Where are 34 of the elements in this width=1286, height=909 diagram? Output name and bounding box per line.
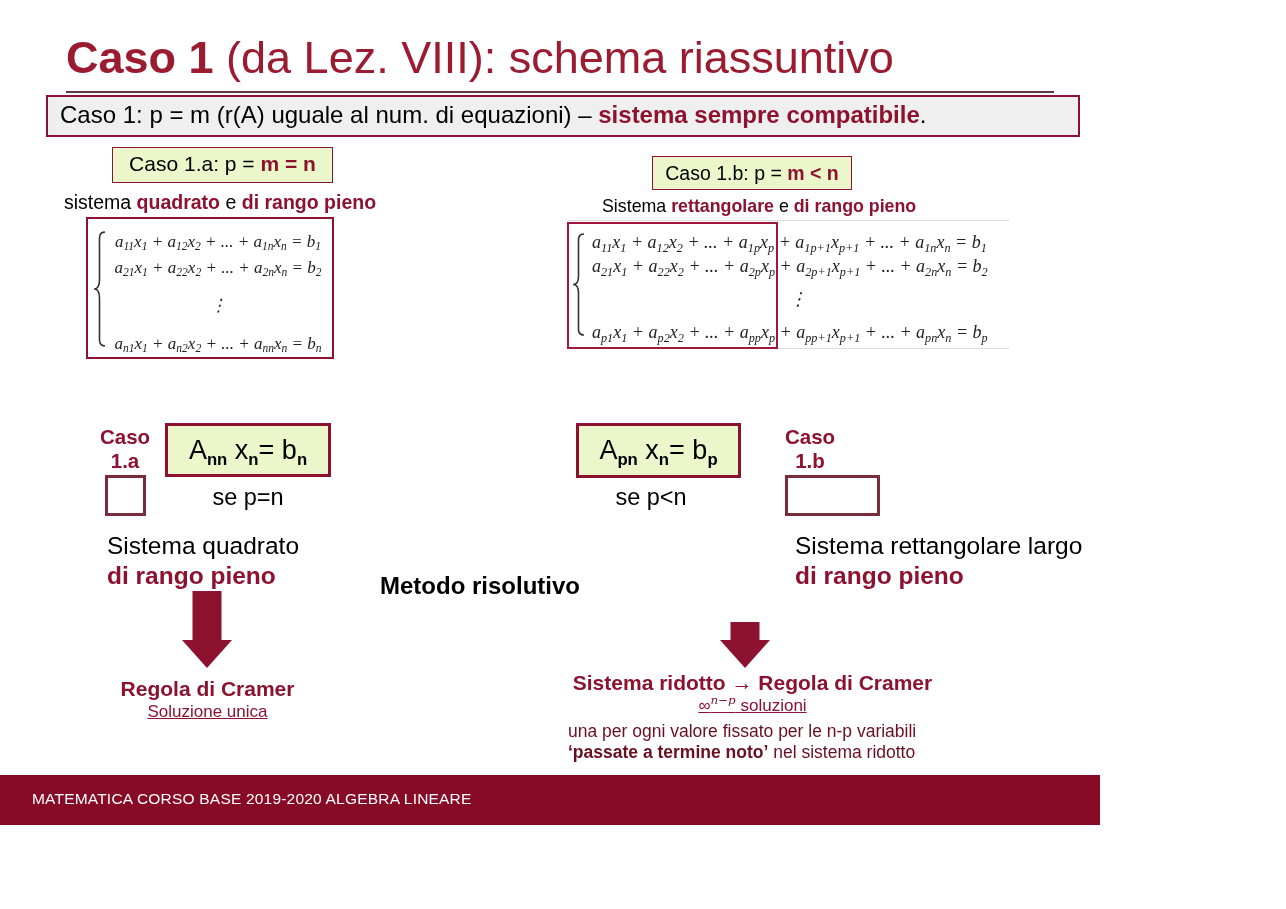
block-arrow [182, 591, 232, 668]
empty-frame [105, 475, 146, 516]
empty-frame [785, 475, 880, 516]
case-caption: sistema quadrato e di rango pieno [64, 191, 377, 214]
section-heading: Metodo risolutivo [380, 572, 580, 600]
slide-title: Caso 1 (da Lez. VIII): schema riassuntivo [66, 32, 894, 84]
equation-line: a$_{n1}$x$_{1}$ + a$_{n2}$x$_{2}$ + ... + a$_{nn}$x$_{n}$ = b$_{n}$ [114, 333, 322, 357]
system-description: Sistema rettangolare largo di rango pieno [795, 531, 1083, 591]
case-heading: Caso 1.b: p = m < n [652, 156, 852, 190]
matrix-equation: A$_{nn}$ x$_{n}$= b$_{n}$ [165, 423, 331, 477]
system-description: Sistema quadrato di rango pieno [107, 531, 300, 591]
vertical-ellipsis: ⋮ [788, 288, 807, 311]
condition-text: se p<n [615, 484, 687, 511]
case-caption: Caso 1.a [98, 425, 152, 473]
block-arrow [720, 622, 770, 668]
equation-line: a$_{21}$x$_{1}$ + a$_{22}$x$_{2}$ + ... + a$_{2p}$x$_{p}$ + a$_{2p+1}$x$_{p+1}$ + ... + a$_{2n}$x$_{n}$ = b$_{2}$ [592, 255, 988, 278]
method-heading: Regola di Cramer [120, 676, 295, 701]
method-heading: Sistema ridotto → Regola di Cramer [572, 670, 933, 695]
solution-text: Soluzione unica [147, 701, 268, 723]
equation-system [567, 220, 1009, 349]
footer-text: MATEMATICA CORSO BASE 2019-2020 ALGEBRA LINEARE [32, 790, 472, 808]
vertical-ellipsis: ⋮ [209, 295, 227, 317]
case-caption: Sistema rettangolare e di rango pieno [602, 196, 917, 217]
case-caption: Caso 1.b [783, 425, 837, 473]
equation-line: a$_{21}$x$_{1}$ + a$_{22}$x$_{2}$ + ... + a$_{2n}$x$_{n}$ = b$_{2}$ [114, 257, 322, 281]
equation-line: a$_{11}$x$_{1}$ + a$_{12}$x$_{2}$ + ... + a$_{1p}$x$_{p}$ + a$_{1p+1}$x$_{p+1}$ + ... + a$_{1n}$x$_{n}$ = b$_{1}$ [592, 231, 987, 254]
case-heading: Caso 1.a: p = m = n [112, 147, 333, 183]
equation-system [86, 217, 334, 359]
matrix-equation: A$_{pn}$ x$_{n}$= b$_{p}$ [576, 423, 741, 478]
equation-line: a$_{p1}$x$_{1}$ + a$_{p2}$x$_{2}$ + ... + a$_{pp}$x$_{p}$ + a$_{pp+1}$x$_{p+1}$ + ... + a$_{pn}$x$_{n}$ = b$_{p}$ [592, 321, 988, 344]
condition-text: se p=n [212, 484, 284, 511]
equation-line: a$_{11}$x$_{1}$ + a$_{12}$x$_{2}$ + ... + a$_{1n}$x$_{n}$ = b$_{1}$ [114, 231, 322, 255]
summary-banner: Caso 1: p = m (r(A) uguale al num. di equazioni) – sistema sempre compatibile. [46, 95, 1080, 137]
solution-text: ∞$^{n−p}$ soluzioni [698, 695, 807, 717]
